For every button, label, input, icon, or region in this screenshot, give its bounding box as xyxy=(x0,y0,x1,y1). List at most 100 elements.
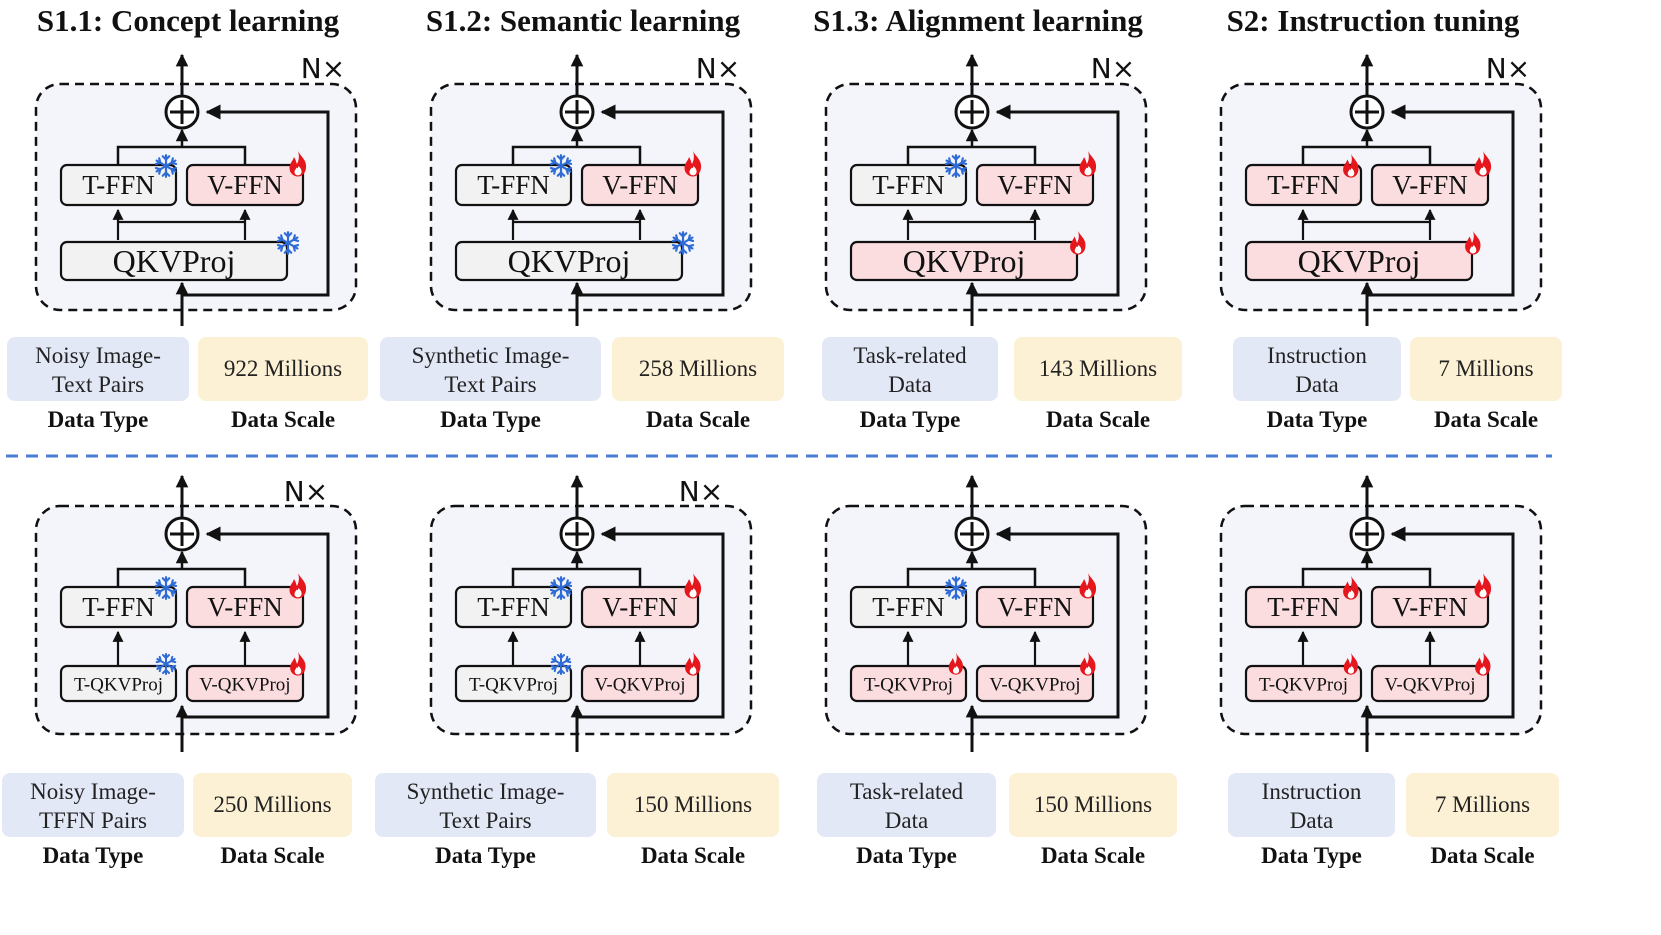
qkv-proj-module: QKVProj xyxy=(849,230,1086,282)
t-ffn-module: T-FFN xyxy=(454,576,573,629)
data-scale-value: 258 Millions xyxy=(639,356,757,381)
v-ffn-module: V-FFN xyxy=(975,151,1097,207)
data-scale-box xyxy=(1014,337,1182,401)
data-type-line-1: Task-related xyxy=(850,779,964,804)
t-qkv-proj-module-box xyxy=(454,664,573,703)
t-ffn-module-label: T-FFN xyxy=(82,170,155,200)
data-type-caption: Data Type xyxy=(43,843,144,868)
v-qkv-proj-module-label: V-QKVProj xyxy=(1384,675,1475,696)
t-ffn-module: T-FFN xyxy=(59,154,178,207)
v-ffn-module-box xyxy=(580,163,700,207)
data-type-line-1: Task-related xyxy=(853,343,967,368)
v-ffn-module: V-FFN xyxy=(580,151,702,207)
v-qkv-proj-module-box xyxy=(975,664,1095,703)
t-qkv-proj-module-label: T-QKVProj xyxy=(864,675,953,696)
t-qkv-proj-module: T-QKVProj xyxy=(849,652,968,703)
t-ffn-module-label: T-FFN xyxy=(872,170,945,200)
data-scale-caption: Data Scale xyxy=(231,407,335,432)
repeat-label: N× xyxy=(696,52,740,85)
data-type-caption: Data Type xyxy=(435,843,536,868)
v-ffn-module-box xyxy=(975,163,1095,207)
v-ffn-module: V-FFN xyxy=(1370,151,1492,207)
t-ffn-module-box xyxy=(59,585,178,629)
v-qkv-proj-module-box xyxy=(580,664,700,703)
v-ffn-module-box xyxy=(1370,585,1490,629)
data-scale-caption: Data Scale xyxy=(1434,407,1538,432)
data-type-caption: Data Type xyxy=(48,407,149,432)
t-qkv-proj-module: T-QKVProj xyxy=(1244,652,1363,703)
v-ffn-module-label: V-FFN xyxy=(997,592,1073,622)
data-scale-caption: Data Scale xyxy=(1430,843,1534,868)
data-type-line-1: Instruction xyxy=(1262,779,1362,804)
data-scale-box xyxy=(612,337,784,401)
v-ffn-module-box xyxy=(580,585,700,629)
v-qkv-proj-module-box xyxy=(185,664,305,703)
v-qkv-proj-module: V-QKVProj xyxy=(975,651,1096,703)
data-type-line-1: Instruction xyxy=(1267,343,1367,368)
data-type-box xyxy=(822,337,998,401)
t-qkv-proj-module-box xyxy=(849,664,968,703)
data-type-line-2: Text Pairs xyxy=(439,808,531,833)
residual-path xyxy=(577,526,725,719)
t-ffn-module-label: T-FFN xyxy=(872,592,945,622)
t-ffn-module-box xyxy=(59,163,178,207)
data-type-line-2: Data xyxy=(888,372,931,397)
t-ffn-module: T-FFN xyxy=(849,576,968,629)
t-ffn-module-label: T-FFN xyxy=(1267,170,1340,200)
stage-title: S1.1: Concept learning xyxy=(37,3,340,38)
data-type-line-1: Synthetic Image- xyxy=(407,779,565,804)
data-type-caption: Data Type xyxy=(856,843,957,868)
data-scale-caption: Data Scale xyxy=(220,843,324,868)
repeat-label: N× xyxy=(679,475,723,508)
v-qkv-proj-module: V-QKVProj xyxy=(1370,651,1491,703)
data-scale-value: 250 Millions xyxy=(213,792,331,817)
data-type-box xyxy=(1233,337,1401,401)
v-ffn-module-label: V-FFN xyxy=(602,592,678,622)
qkv-proj-module-label: QKVProj xyxy=(1298,243,1421,279)
v-ffn-module-label: V-FFN xyxy=(997,170,1073,200)
residual-path xyxy=(1367,526,1515,719)
v-ffn-module: V-FFN xyxy=(580,573,702,629)
data-type-caption: Data Type xyxy=(860,407,961,432)
v-ffn-module-label: V-FFN xyxy=(207,170,283,200)
repeat-label: N× xyxy=(284,475,328,508)
data-type-caption: Data Type xyxy=(440,407,541,432)
v-ffn-module-box xyxy=(1370,163,1490,207)
data-type-box xyxy=(375,773,596,837)
t-qkv-proj-module: T-QKVProj xyxy=(454,653,573,703)
v-ffn-module: V-FFN xyxy=(975,573,1097,629)
qkv-proj-module-box xyxy=(59,240,289,282)
qkv-proj-module-box xyxy=(1244,240,1474,282)
data-type-box xyxy=(380,337,601,401)
qkv-proj-module: QKVProj xyxy=(454,231,695,282)
qkv-proj-module-label: QKVProj xyxy=(903,243,1026,279)
data-type-line-2: TFFN Pairs xyxy=(39,808,147,833)
t-ffn-module-box xyxy=(849,163,968,207)
data-type-line-1: Noisy Image- xyxy=(30,779,156,804)
t-ffn-module-box xyxy=(1244,585,1363,629)
data-type-caption: Data Type xyxy=(1261,843,1362,868)
v-ffn-module-label: V-FFN xyxy=(1392,592,1468,622)
v-ffn-module-label: V-FFN xyxy=(1392,170,1468,200)
data-scale-value: 7 Millions xyxy=(1435,792,1530,817)
qkv-proj-module-box xyxy=(454,240,684,282)
data-scale-box xyxy=(1406,773,1559,837)
data-scale-box xyxy=(198,337,368,401)
t-qkv-proj-module-box xyxy=(1244,664,1363,703)
t-ffn-module: T-FFN xyxy=(1244,575,1363,629)
data-scale-value: 143 Millions xyxy=(1039,356,1157,381)
data-type-line-2: Data xyxy=(1290,808,1333,833)
t-qkv-proj-module-label: T-QKVProj xyxy=(1259,675,1348,696)
residual-path xyxy=(972,526,1120,719)
v-ffn-module-box xyxy=(975,585,1095,629)
data-type-box xyxy=(7,337,189,401)
data-scale-box xyxy=(1009,773,1177,837)
v-qkv-proj-module-label: V-QKVProj xyxy=(989,675,1080,696)
